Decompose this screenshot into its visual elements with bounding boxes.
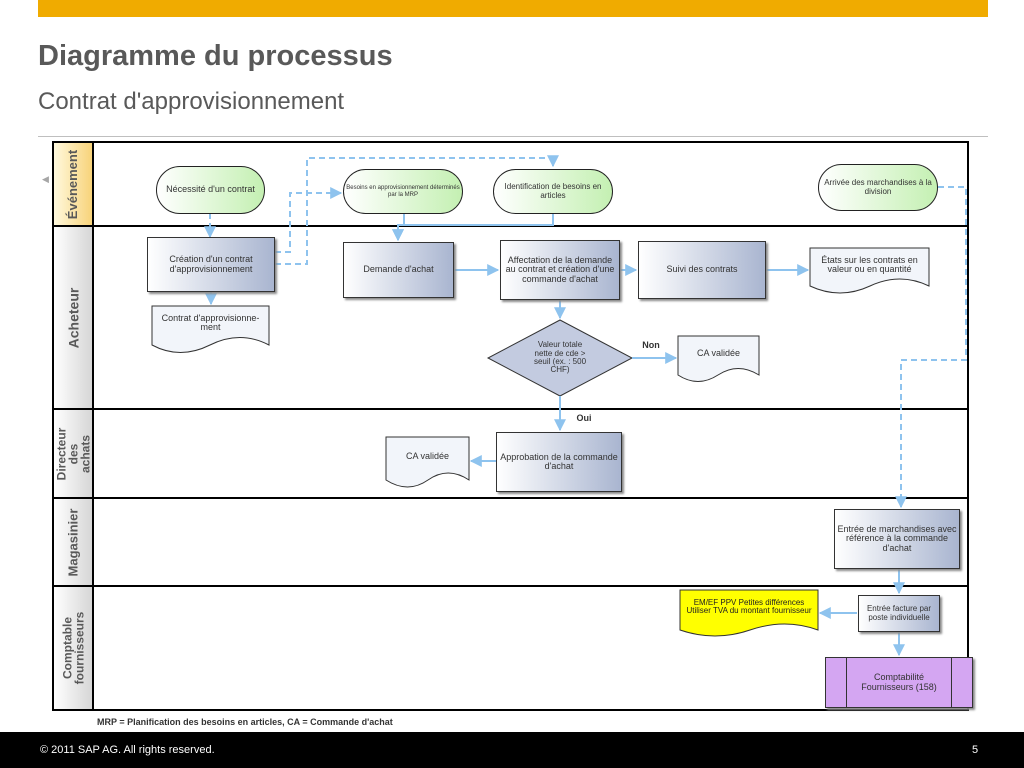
copyright: © 2011 SAP AG. All rights reserved. xyxy=(40,744,215,756)
lane-divider-accountant xyxy=(52,585,969,587)
doc-shape-ca2 xyxy=(385,436,470,488)
lane-label-event: Événement xyxy=(54,143,94,225)
decision-no-label: Non xyxy=(642,340,660,351)
doc-shape-reports xyxy=(809,247,930,294)
doc-contract: Contrat d'approvisionne-ment xyxy=(161,312,260,332)
doc-shape-variance xyxy=(679,589,819,637)
lane-label-buyer: Acheteur xyxy=(54,227,94,408)
ledger-vendor-accounting: Comptabilité Fournisseurs (158) xyxy=(825,657,973,708)
page-subtitle: Contrat d'approvisionnement xyxy=(38,88,345,115)
doc-ca-validated-2: CA validée xyxy=(405,451,450,462)
page-number: 5 xyxy=(972,744,979,756)
swimlane-frame xyxy=(52,141,969,711)
lane-label-accountant: Comptable fournisseurs xyxy=(54,587,94,709)
doc-shape-contract xyxy=(151,305,270,353)
task-purchase-request: Demande d'achat xyxy=(343,242,454,298)
arrow-items-to-request xyxy=(392,214,554,242)
decision-yes-label: Oui xyxy=(576,413,592,424)
lane-divider-storekeeper xyxy=(52,497,969,499)
doc-shape-ca1 xyxy=(677,335,760,382)
task-po-approval: Approbation de la commande d'achat xyxy=(496,432,622,492)
event-item-needs: Identification de besoins en articles xyxy=(493,169,613,214)
event-contract-need: Nécessité d'un contrat xyxy=(156,166,265,214)
arrow-contract-to-items xyxy=(275,155,559,265)
lane-label-director: Directeur des achats xyxy=(54,410,94,497)
doc-variance-note: EM/EF PPV Petites différences Utiliser T… xyxy=(686,597,812,615)
task-create-contract: Création d'un contrat d'approvisionnemen… xyxy=(147,237,275,292)
footer: © 2011 SAP AG. All rights reserved. 5 xyxy=(0,732,1024,768)
footnote: MRP = Planification des besoins en artic… xyxy=(97,717,393,727)
task-track-contracts: Suivi des contrats xyxy=(638,241,766,299)
accent-bar xyxy=(38,0,988,17)
lane-label-storekeeper: Magasinier xyxy=(54,499,94,585)
event-mrp-needs: Besoins en approvisionnement déterminés … xyxy=(343,169,463,214)
task-invoice-entry: Entrée facture par poste individuelle xyxy=(858,595,940,632)
page-title: Diagramme du processus xyxy=(38,40,393,72)
arrow-contract-to-mrp xyxy=(275,187,343,253)
lane-divider-director xyxy=(52,408,969,410)
title-divider xyxy=(38,136,988,137)
task-goods-receipt: Entrée de marchandises avec référence à … xyxy=(834,509,960,569)
decision-threshold-text: Valeur totale nette de cde > seuil (ex. … xyxy=(533,340,587,375)
doc-ca-validated-1: CA validée xyxy=(696,348,741,359)
bullet-marker-icon: ◀ xyxy=(42,174,49,184)
event-goods-arrival: Arrivée des marchandises à la division xyxy=(818,164,938,211)
doc-contract-reports: États sur les contrats en valeur ou en q… xyxy=(821,254,918,274)
ledger-label: Comptabilité Fournisseurs (158) xyxy=(861,672,937,692)
task-assign-request: Affectation de la demande au contrat et … xyxy=(500,240,620,300)
arrow-arrival-to-receipt xyxy=(895,186,967,509)
